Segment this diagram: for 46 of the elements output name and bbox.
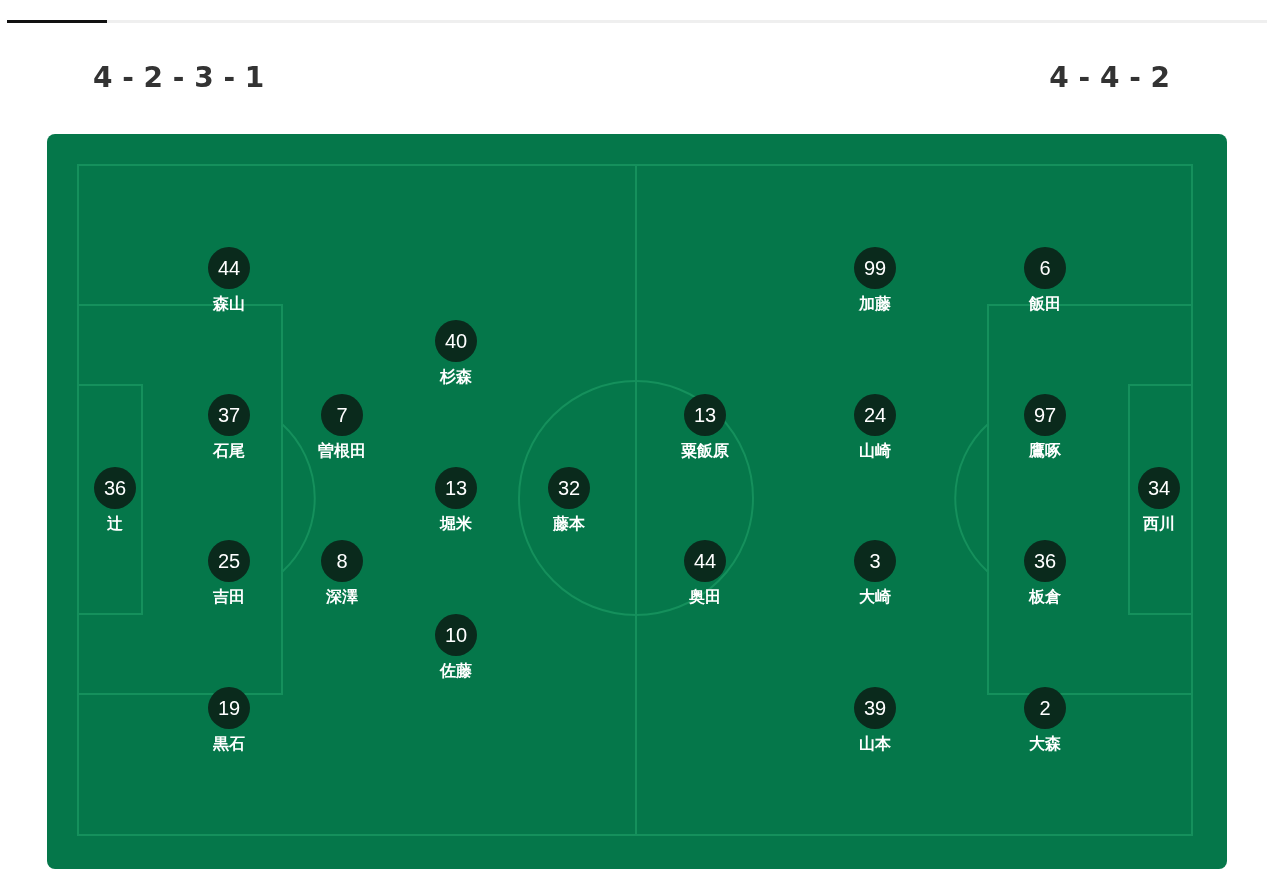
jersey-number-marker: 13 [684, 394, 726, 436]
player-name: 黒石 [213, 734, 245, 754]
player-name: 藤本 [553, 514, 585, 534]
player-name: 深澤 [326, 587, 358, 607]
jersey-number-marker: 7 [321, 394, 363, 436]
player-name: 曽根田 [318, 441, 366, 461]
jersey-number-marker: 24 [854, 394, 896, 436]
player-name: 山崎 [859, 441, 891, 461]
player-name: 佐藤 [440, 661, 472, 681]
player-name: 辻 [107, 514, 123, 534]
jersey-number-marker: 6 [1024, 247, 1066, 289]
jersey-number-marker: 34 [1138, 467, 1180, 509]
jersey-number-marker: 8 [321, 540, 363, 582]
player-name: 奥田 [689, 587, 721, 607]
player-name: 吉田 [213, 587, 245, 607]
jersey-number-marker: 36 [94, 467, 136, 509]
jersey-number-marker: 40 [435, 320, 477, 362]
jersey-number-marker: 3 [854, 540, 896, 582]
jersey-number-marker: 36 [1024, 540, 1066, 582]
player-name: 石尾 [213, 441, 245, 461]
player-name: 飯田 [1029, 294, 1061, 314]
player-name: 山本 [859, 734, 891, 754]
player-name: 加藤 [859, 294, 891, 314]
jersey-number-marker: 37 [208, 394, 250, 436]
player-name: 大崎 [859, 587, 891, 607]
jersey-number-marker: 13 [435, 467, 477, 509]
player-name: 鷹啄 [1029, 441, 1061, 461]
jersey-number-marker: 10 [435, 614, 477, 656]
formation-label: 4 - 4 - 2 [1049, 60, 1170, 96]
jersey-number-marker: 44 [208, 247, 250, 289]
player-name: 粟飯原 [681, 441, 729, 461]
jersey-number-marker: 44 [684, 540, 726, 582]
jersey-number-marker: 99 [854, 247, 896, 289]
jersey-number-marker: 19 [208, 687, 250, 729]
jersey-number-marker: 25 [208, 540, 250, 582]
jersey-number-marker: 32 [548, 467, 590, 509]
jersey-number-marker: 39 [854, 687, 896, 729]
player-name: 西川 [1143, 514, 1175, 534]
jersey-number-marker: 97 [1024, 394, 1066, 436]
player-name: 大森 [1029, 734, 1061, 754]
player-name: 堀米 [440, 514, 472, 534]
player-name: 森山 [213, 294, 245, 314]
jersey-number-marker: 2 [1024, 687, 1066, 729]
player-name: 板倉 [1029, 587, 1061, 607]
player-name: 杉森 [440, 367, 472, 387]
formation-label: 4 - 2 - 3 - 1 [93, 60, 265, 96]
